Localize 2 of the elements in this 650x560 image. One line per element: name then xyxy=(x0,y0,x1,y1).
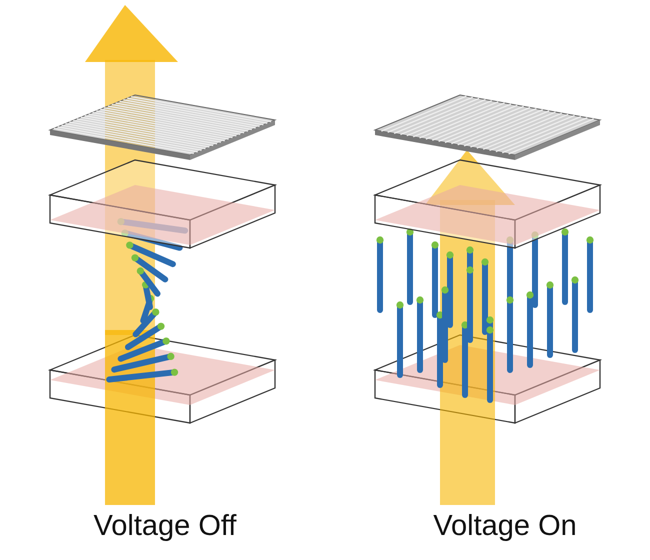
caption-text: Voltage Off xyxy=(92,510,238,543)
caption-text: Voltage On xyxy=(432,510,578,543)
